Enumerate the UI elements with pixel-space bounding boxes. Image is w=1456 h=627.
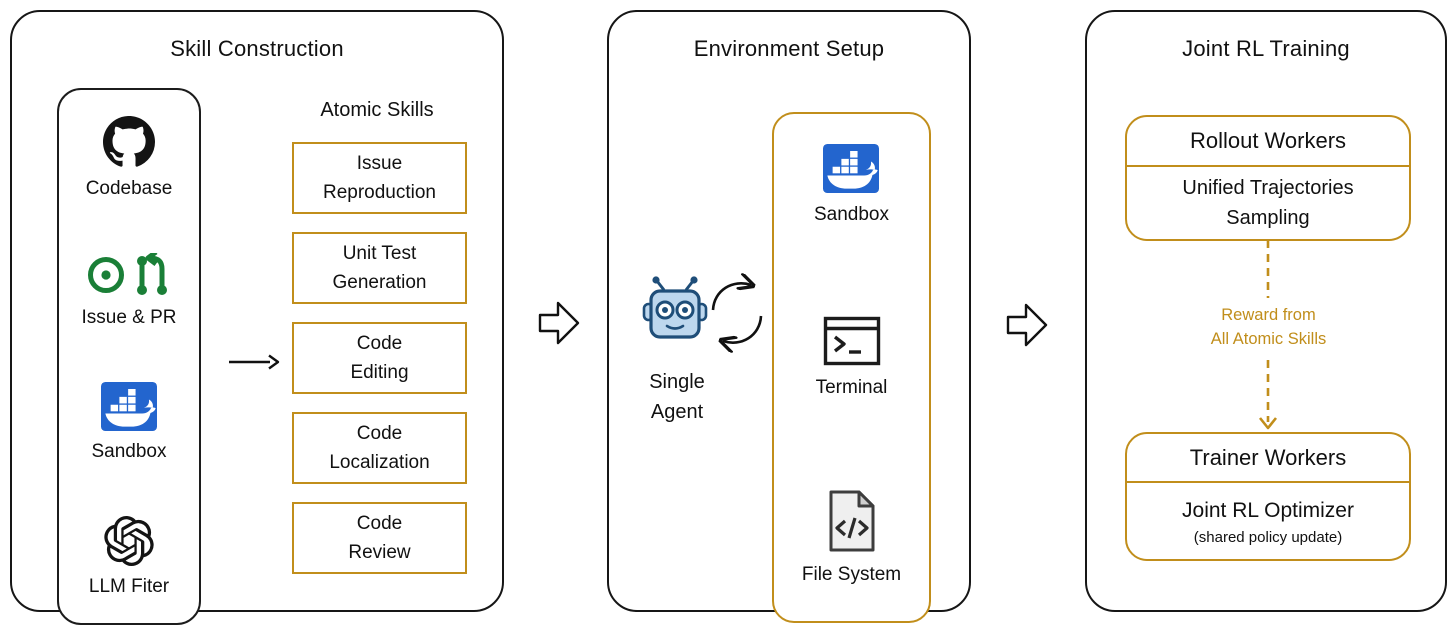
terminal-icon <box>823 316 881 366</box>
joint-rl-training-title: Joint RL Training <box>1182 36 1350 61</box>
panel-joint-rl-training: Joint RL Training Rollout Workers Unifie… <box>1085 10 1447 612</box>
tool-sandbox: Sandbox <box>814 144 889 227</box>
data-sources-box: Codebase <box>57 88 201 625</box>
docker-icon <box>823 144 880 193</box>
openai-icon <box>104 516 154 567</box>
tool-terminal: Terminal <box>815 316 888 400</box>
rollout-workers-body: Unified Trajectories Sampling <box>1182 177 1354 229</box>
block-arrow-icon <box>538 300 580 346</box>
atomic-skills-heading: Atomic Skills <box>320 99 434 121</box>
source-label: Issue & PR <box>81 307 177 329</box>
source-label: Sandbox <box>91 441 167 463</box>
github-icon <box>103 116 155 168</box>
right-arrow-icon <box>227 352 281 372</box>
reward-label: Reward from All Atomic Skills <box>1210 306 1327 348</box>
tool-label: File System <box>801 564 902 586</box>
source-issue-pr: Issue & PR <box>81 253 177 330</box>
environment-setup-title: Environment Setup <box>693 36 885 61</box>
tool-label: Sandbox <box>813 204 889 225</box>
trainer-workers-box: Trainer Workers Joint RL Optimizer (shar… <box>1125 432 1411 561</box>
skill-box-code-localization: Code Localization <box>292 412 467 484</box>
skill-box-code-review: Code Review <box>292 502 467 574</box>
trainer-workers-body: Joint RL Optimizer (shared policy update… <box>1127 483 1409 559</box>
single-agent-label: Single Agent <box>649 371 705 423</box>
cycle-arrows-icon <box>705 270 769 356</box>
trainer-note-label: (shared policy update) <box>1193 528 1343 546</box>
skill-construction-title: Skill Construction <box>170 36 344 61</box>
block-arrow-icon <box>1006 302 1048 348</box>
file-code-icon <box>826 489 878 553</box>
rollout-workers-header: Rollout Workers <box>1127 117 1409 167</box>
source-llm-filter: LLM Fiter <box>89 516 169 599</box>
source-sandbox: Sandbox <box>91 382 167 464</box>
source-label: LLM Fiter <box>88 576 170 598</box>
rollout-workers-box: Rollout Workers Unified Trajectories Sam… <box>1125 115 1411 241</box>
dashed-connector-top <box>1253 240 1283 298</box>
skill-box-issue-reproduction: Issue Reproduction <box>292 142 467 214</box>
dashed-arrow-bottom <box>1253 360 1283 432</box>
panel-environment-setup: Environment Setup Single Agent <box>607 10 971 623</box>
tool-file-system: File System <box>802 489 901 587</box>
panel-skill-construction: Skill Construction Codebase <box>10 10 504 625</box>
skill-box-code-editing: Code Editing <box>292 322 467 394</box>
trainer-body-label: Joint RL Optimizer <box>1182 499 1354 523</box>
source-codebase: Codebase <box>85 116 173 201</box>
skill-box-unit-test-generation: Unit Test Generation <box>292 232 467 304</box>
tool-label: Terminal <box>815 377 888 399</box>
robot-agent-icon <box>642 274 708 344</box>
issue-pr-icon <box>86 253 172 297</box>
sandbox-tools-box: Sandbox Terminal <box>772 112 931 623</box>
source-label: Codebase <box>85 178 173 199</box>
docker-icon <box>100 382 157 432</box>
trainer-workers-header: Trainer Workers <box>1127 434 1409 483</box>
